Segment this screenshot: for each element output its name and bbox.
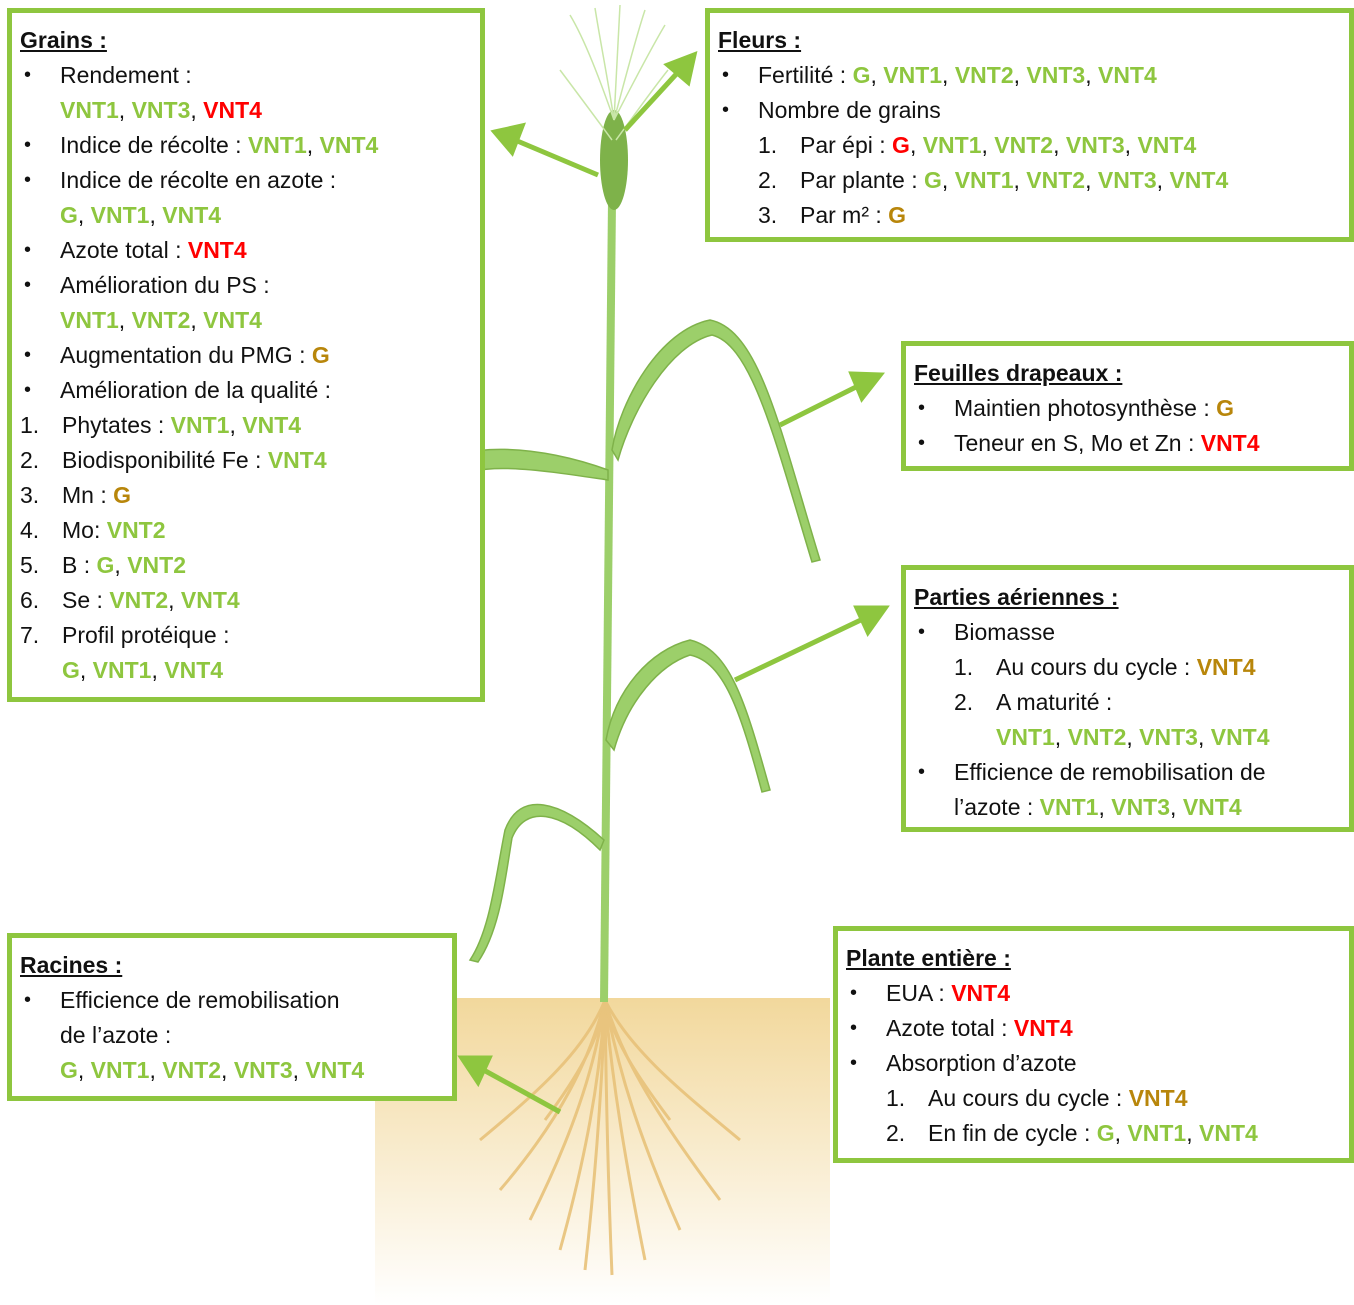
grains-qualite-list: 1.Phytates : VNT1, VNT4 2.Biodisponibili… — [20, 408, 472, 688]
grains-q2: 2.Biodisponibilité Fe : VNT4 — [20, 447, 327, 473]
aeriennes-list: Biomasse — [914, 615, 1341, 650]
fleurs-nombre-list: 1.Par épi : G, VNT1, VNT2, VNT3, VNT4 2.… — [718, 128, 1341, 233]
fleurs-title: Fleurs : — [718, 27, 802, 53]
fleurs-fertilite: Fertilité : G, VNT1, VNT2, VNT3, VNT4 — [718, 58, 1341, 93]
fleurs-list: Fertilité : G, VNT1, VNT2, VNT3, VNT4 No… — [718, 58, 1341, 128]
racines-efficience: Efficience de remobilisation de l’azote … — [20, 983, 444, 1088]
aeriennes-biomasse-list: 1.Au cours du cycle : VNT4 2.A maturité … — [914, 650, 1341, 755]
entiere-a2: 2.En fin de cycle : G, VNT1, VNT4 — [886, 1120, 1258, 1146]
feuilles-f1: Maintien photosynthèse : G — [914, 391, 1341, 426]
grains-azote-total: Azote total : VNT4 — [20, 233, 472, 268]
grains-indice-recolte: Indice de récolte : VNT1, VNT4 — [20, 128, 472, 163]
entiere-azote: Azote total : VNT4 — [846, 1011, 1341, 1046]
entiere-list: EUA : VNT4 Azote total : VNT4 Absorption… — [846, 976, 1341, 1081]
racines-list: Efficience de remobilisation de l’azote … — [20, 983, 444, 1088]
aeriennes-biomasse: Biomasse — [914, 615, 1341, 650]
fleurs-n1: 1.Par épi : G, VNT1, VNT2, VNT3, VNT4 — [758, 132, 1197, 158]
racines-title: Racines : — [20, 952, 123, 978]
aeriennes-box: Parties aériennes : Biomasse 1.Au cours … — [901, 565, 1354, 832]
grains-q7: 7.Profil protéique : G, VNT1, VNT4 — [20, 622, 230, 683]
grains-q4: 4.Mo: VNT2 — [20, 517, 166, 543]
grains-q1: 1.Phytates : VNT1, VNT4 — [20, 412, 302, 438]
fleurs-n2: 2.Par plante : G, VNT1, VNT2, VNT3, VNT4 — [758, 167, 1229, 193]
aeriennes-list-2: Efficience de remobilisation de l’azote … — [914, 755, 1341, 825]
grains-indice-azote: Indice de récolte en azote : G, VNT1, VN… — [20, 163, 472, 233]
fleurs-nombre: Nombre de grains — [718, 93, 1341, 128]
stem — [600, 199, 616, 1003]
grains-q3: 3.Mn : G — [20, 482, 132, 508]
grains-augmentation-pmg: Augmentation du PMG : G — [20, 338, 472, 373]
fleurs-n3: 3.Par m² : G — [758, 202, 907, 228]
aeriennes-b2: 2.A maturité : VNT1, VNT2, VNT3, VNT4 — [954, 689, 1270, 750]
grains-amelioration-qualite: Amélioration de la qualité : — [20, 373, 472, 408]
entiere-absorption: Absorption d’azote — [846, 1046, 1341, 1081]
grains-list: Rendement : VNT1, VNT3, VNT4 Indice de r… — [20, 58, 472, 408]
feuilles-f2: Teneur en S, Mo et Zn : VNT4 — [914, 426, 1341, 461]
entiere-absorption-list: 1.Au cours du cycle : VNT4 2.En fin de c… — [846, 1081, 1341, 1151]
racines-box: Racines : Efficience de remobilisation d… — [7, 933, 457, 1101]
grains-q6: 6.Se : VNT2, VNT4 — [20, 587, 240, 613]
feuilles-box: Feuilles drapeaux : Maintien photosynthè… — [901, 341, 1354, 471]
feuilles-title: Feuilles drapeaux : — [914, 360, 1123, 386]
feuilles-list: Maintien photosynthèse : G Teneur en S, … — [914, 391, 1341, 461]
grains-amelioration-ps: Amélioration du PS : VNT1, VNT2, VNT4 — [20, 268, 472, 338]
aeriennes-efficience: Efficience de remobilisation de l’azote … — [914, 755, 1341, 825]
wheat-spike — [559, 4, 669, 210]
arrows — [457, 50, 890, 1115]
entiere-box: Plante entière : EUA : VNT4 Azote total … — [833, 926, 1354, 1163]
grains-box: Grains : Rendement : VNT1, VNT3, VNT4 In… — [7, 8, 485, 702]
entiere-title: Plante entière : — [846, 945, 1011, 971]
fleurs-box: Fleurs : Fertilité : G, VNT1, VNT2, VNT3… — [705, 8, 1354, 242]
grains-q5: 5.B : G, VNT2 — [20, 552, 186, 578]
entiere-a1: 1.Au cours du cycle : VNT4 — [886, 1085, 1188, 1111]
grains-rendement: Rendement : VNT1, VNT3, VNT4 — [20, 58, 472, 128]
aeriennes-title: Parties aériennes : — [914, 584, 1119, 610]
aeriennes-b1: 1.Au cours du cycle : VNT4 — [954, 654, 1256, 680]
entiere-eua: EUA : VNT4 — [846, 976, 1341, 1011]
grains-title: Grains : — [20, 27, 107, 53]
